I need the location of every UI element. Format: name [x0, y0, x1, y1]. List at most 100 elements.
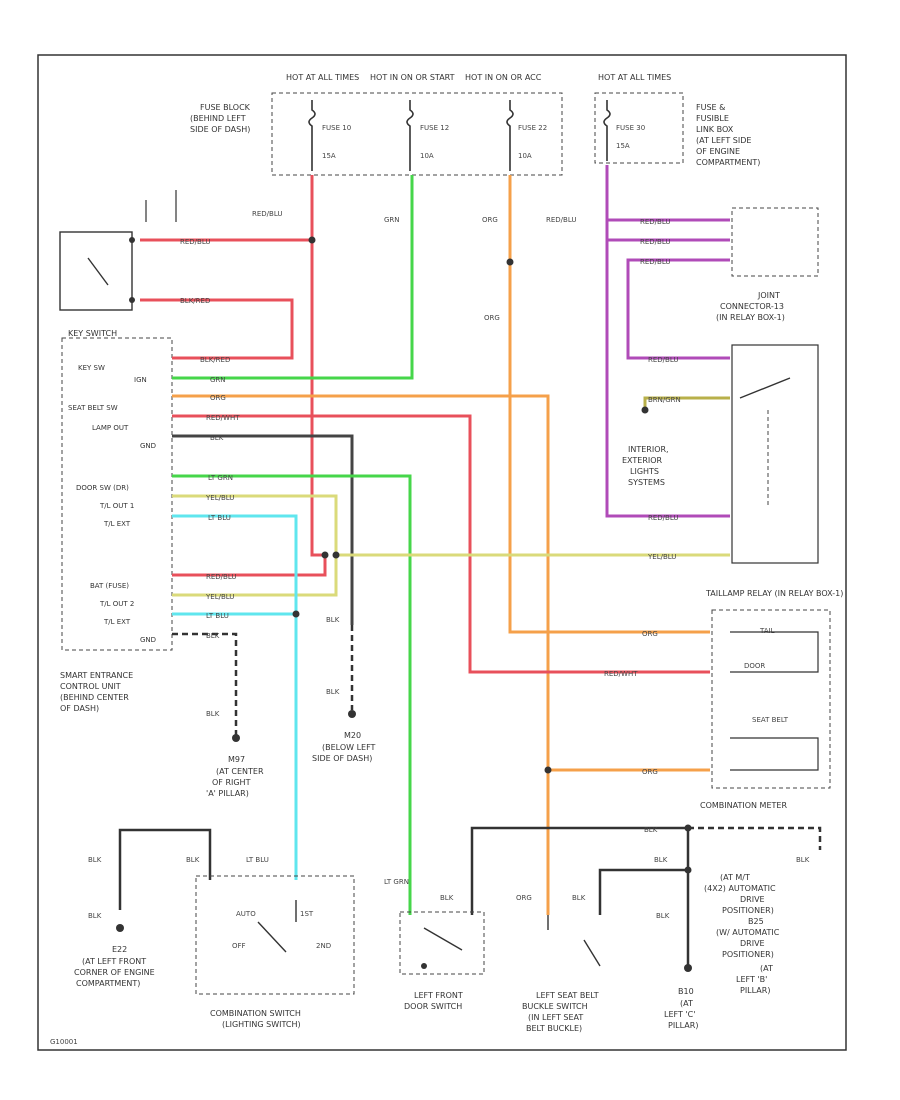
- lbl-org-3: ORG: [210, 394, 226, 402]
- lbl-blk-12: BLK: [654, 856, 668, 864]
- fuse-10-symbol: [308, 100, 316, 171]
- lbl-red-blu-6: RED/BLU: [640, 238, 671, 246]
- sec-pin-tl-out2: T/L OUT 2: [99, 600, 134, 608]
- ground-m97-id: M97: [228, 755, 245, 764]
- wire-purple-2: [605, 220, 730, 518]
- lbl-lt-blu: LT BLU: [208, 514, 231, 522]
- sec-pin-gnd-2: GND: [140, 636, 156, 644]
- wire-org-tail: [508, 175, 710, 634]
- sec-pin-key-sw: KEY SW: [78, 364, 105, 372]
- lbl-blk-red: BLK/RED: [180, 297, 210, 305]
- wire-org-seatbelt: [172, 394, 550, 915]
- lbl-grn: GRN: [384, 216, 400, 224]
- door-switch-box: [399, 911, 485, 975]
- lbl-blk-5: BLK: [206, 710, 220, 718]
- sec-pin-bat: BAT (FUSE): [90, 582, 129, 590]
- wire-gnd-m97: [172, 632, 238, 735]
- wire-lt-grn-door: [172, 474, 412, 915]
- combo-switch-label: COMBINATION SWITCH(LIGHTING SWITCH): [210, 1009, 301, 1029]
- key-switch-contact: [87, 257, 109, 286]
- lbl-red-blu-7: RED/BLU: [640, 258, 671, 266]
- lbl-org-4: ORG: [642, 630, 658, 638]
- fuse-22: FUSE 22 10A: [518, 124, 547, 160]
- lbl-blk: BLK: [210, 434, 224, 442]
- wire-purple-4: [626, 258, 730, 360]
- lbl-red-blu-8: RED/BLU: [648, 356, 679, 364]
- lbl-blk-8: BLK: [186, 856, 200, 864]
- lbl-yel-blu-2: YEL/BLU: [205, 593, 234, 601]
- wire-red-blu-key: [140, 175, 314, 242]
- lbl-lt-blu-2: LT BLU: [206, 612, 229, 620]
- lbl-blk-7: BLK: [88, 912, 102, 920]
- lbl-blk-13: BLK: [656, 912, 670, 920]
- combination-switch-box: [195, 875, 355, 995]
- fuse-30-rating: 15A: [616, 142, 630, 150]
- ground-symbols: [116, 710, 692, 972]
- lbl-red-blu-2: RED/BLU: [180, 238, 211, 246]
- wire-gnd-b10: [470, 826, 690, 965]
- figure-code: G10001: [50, 1038, 78, 1046]
- sec-pin-lamp-out: LAMP OUT: [92, 424, 129, 432]
- lbl-grn-2: GRN: [210, 376, 226, 384]
- wire-yel-blu-2: [172, 555, 338, 597]
- lbl-red-blu-5: RED/BLU: [640, 218, 671, 226]
- fuse-22-name: FUSE 22: [518, 124, 547, 132]
- fuse-22-rating: 10A: [518, 152, 532, 160]
- sec-pin-labels: KEY SW IGN SEAT BELT SW LAMP OUT GND DOO…: [68, 364, 156, 644]
- ground-b10-id: B10: [678, 987, 694, 996]
- sec-pin-ign: IGN: [134, 376, 147, 384]
- wire-grn-ign: [172, 175, 414, 380]
- fuse-30-symbol: [603, 100, 611, 161]
- lbl-red-blu-3: RED/BLU: [546, 216, 577, 224]
- lbl-blk-9: BLK: [440, 894, 454, 902]
- sec-pin-seat-belt: SEAT BELT SW: [68, 404, 118, 412]
- lbl-yel-blu-3: YEL/BLU: [647, 553, 676, 561]
- fuse-10: FUSE 10 15A: [322, 124, 351, 160]
- wire-gnd-e22: [118, 828, 212, 910]
- lbl-blk-2: BLK: [206, 632, 220, 640]
- lbl-yel-blu: YEL/BLU: [205, 494, 234, 502]
- meter-item-door: DOOR: [744, 662, 765, 670]
- fuse-12-rating: 10A: [420, 152, 434, 160]
- tail-relay-label: TAILLAMP RELAY (IN RELAY BOX-1): [705, 589, 843, 598]
- lbl-lt-blu-3: LT BLU: [246, 856, 269, 864]
- combo-pos-off: OFF: [232, 942, 246, 950]
- splices: [292, 236, 692, 874]
- lbl-red-wht-2: RED/WHT: [604, 670, 638, 678]
- lbl-red-blu-9: RED/BLU: [648, 514, 679, 522]
- relay-contact-box: [731, 344, 819, 564]
- wire-blk-red-key: [140, 298, 294, 360]
- lbl-org-6: ORG: [516, 894, 532, 902]
- ground-m20-id: M20: [344, 731, 361, 740]
- lbl-blk-10: BLK: [572, 894, 586, 902]
- diagram-border: [37, 54, 847, 1051]
- lbl-red-wht: RED/WHT: [206, 414, 240, 422]
- lbl-blk-14: BLK: [796, 856, 810, 864]
- joint-connector-box: [731, 207, 819, 277]
- fuse-10-rating: 15A: [322, 152, 336, 160]
- combo-pos-2nd: 2ND: [316, 942, 331, 950]
- lbl-lt-grn: LT GRN: [208, 474, 233, 482]
- lbl-brn-grn: BRN/GRN: [648, 396, 681, 404]
- lbl-org-1: ORG: [482, 216, 498, 224]
- wire-lt-blu: [172, 514, 298, 880]
- sec-pin-tl-out1: T/L OUT 1: [99, 502, 134, 510]
- lbl-org-5: ORG: [642, 768, 658, 776]
- sec-pin-door-sw: DOOR SW (DR): [76, 484, 129, 492]
- wire-gnd-seat: [598, 868, 688, 915]
- meter-item-tail: TAIL: [759, 627, 775, 635]
- fuse-22-symbol: [506, 100, 514, 171]
- wire-brn-grn: [643, 396, 730, 410]
- smart-entrance-unit-box: [61, 337, 173, 651]
